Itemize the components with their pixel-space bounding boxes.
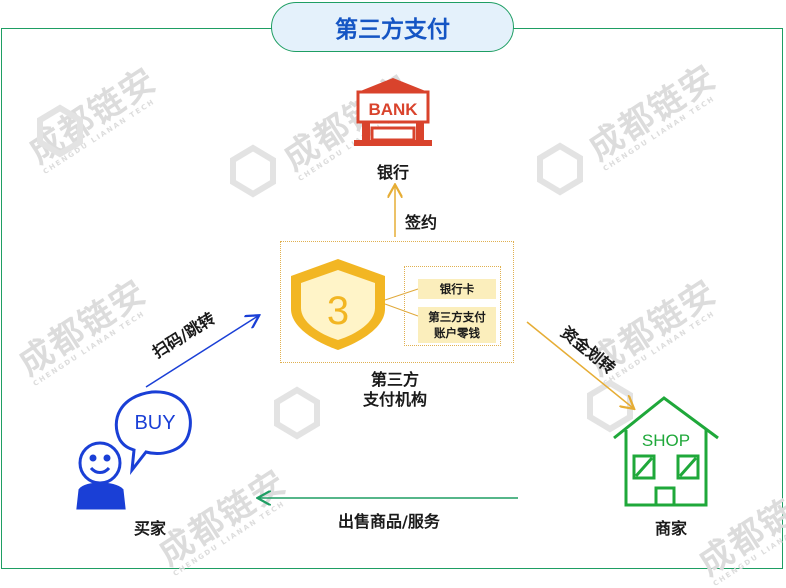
tag-account-balance: 第三方支付 账户零钱 (418, 307, 496, 343)
platform-label-line2: 支付机构 (362, 390, 427, 409)
edge-label-sell-goods: 出售商品/服务 (338, 512, 440, 531)
bank-label: 银行 (376, 163, 409, 182)
buyer-icon (76, 390, 192, 510)
arrow-fund-transfer (526, 321, 633, 408)
edge-label-sign-contract: 签约 (405, 213, 438, 232)
shop-sign: SHOP (642, 431, 690, 450)
tag-account-line1: 第三方支付 (428, 310, 486, 324)
watermark-logo-icon (37, 104, 633, 440)
shop-icon (613, 396, 719, 507)
tag-bank-card: 银行卡 (418, 279, 496, 299)
platform-box (280, 241, 514, 363)
merchant-label: 商家 (654, 519, 687, 538)
bank-icon (354, 78, 432, 146)
shield-icon (291, 259, 385, 350)
tag-account-line2: 账户零钱 (434, 326, 480, 340)
shield-number: 3 (327, 289, 349, 333)
tag-connector (384, 288, 419, 317)
arrow-scan-jump (145, 316, 258, 388)
buyer-bubble-text: BUY (134, 412, 175, 434)
platform-label-line1: 第三方 (370, 370, 419, 389)
diagram-canvas: BANK 3 BUY SHOP (37, 78, 719, 510)
diagram-title: 第三方支付 (271, 2, 514, 52)
platform-tags-box (404, 266, 501, 346)
buyer-label: 买家 (133, 519, 166, 538)
platform-label: 第三方 支付机构 (345, 370, 445, 410)
bank-sign: BANK (368, 100, 418, 119)
